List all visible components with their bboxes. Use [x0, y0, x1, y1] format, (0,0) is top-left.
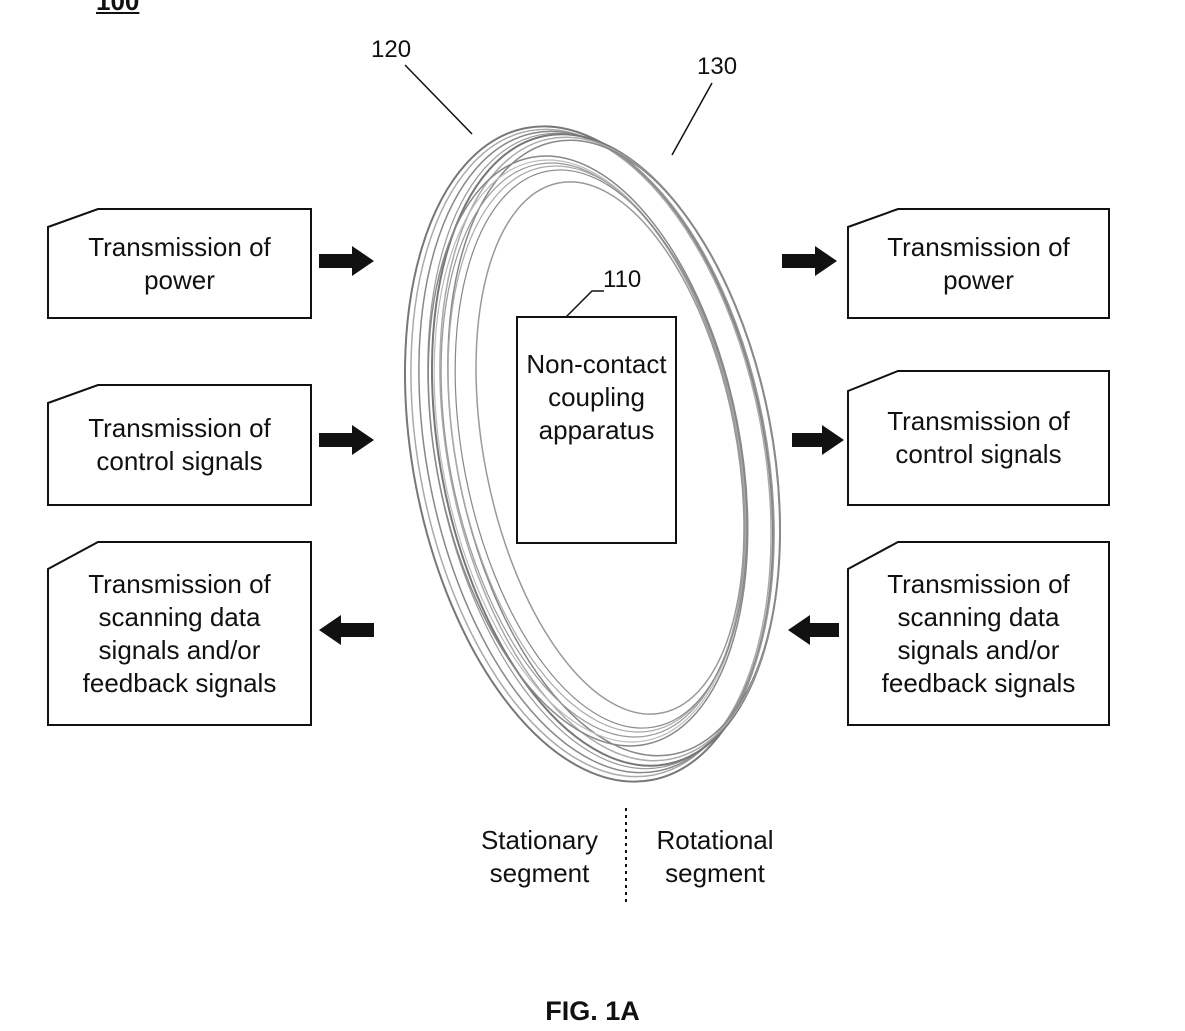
left-control-label: Transmission of control signals	[48, 385, 311, 505]
stationary-segment-label: Stationary segment	[462, 824, 617, 890]
ref-110: 110	[603, 266, 641, 294]
coupling-apparatus-label: Non-contact coupling apparatus	[517, 317, 676, 477]
leader-line-130	[672, 83, 712, 155]
rotational-line-2: segment	[640, 857, 790, 890]
left-scanning-line-2: scanning data	[99, 601, 261, 634]
rotational-segment-label: Rotational segment	[640, 824, 790, 890]
leader-line-120	[405, 65, 472, 134]
leader-line-110	[566, 291, 604, 317]
left-power-label: Transmission of power	[48, 209, 311, 318]
right-control-line-1: Transmission of	[887, 405, 1070, 438]
stationary-line-2: segment	[462, 857, 617, 890]
right-scanning-line-4: feedback signals	[882, 667, 1076, 700]
right-scanning-label: Transmission of scanning data signals an…	[848, 542, 1109, 725]
right-power-line-2: power	[943, 264, 1014, 297]
ref-130: 130	[697, 53, 737, 81]
ref-120: 120	[371, 36, 411, 64]
coupling-line-1: Non-contact	[526, 348, 666, 381]
left-control-line-1: Transmission of	[88, 412, 271, 445]
arrow-right-power	[782, 246, 837, 276]
left-power-line-1: Transmission of	[88, 231, 271, 264]
rotational-line-1: Rotational	[640, 824, 790, 857]
arrow-left-power	[319, 246, 374, 276]
right-power-line-1: Transmission of	[887, 231, 1070, 264]
right-scanning-line-1: Transmission of	[887, 568, 1070, 601]
coupling-line-3: apparatus	[539, 414, 655, 447]
arrow-right-scanning	[788, 615, 839, 645]
right-scanning-line-3: signals and/or	[898, 634, 1060, 667]
arrow-right-control	[792, 425, 844, 455]
left-power-line-2: power	[144, 264, 215, 297]
arrow-left-scanning	[319, 615, 374, 645]
right-control-label: Transmission of control signals	[848, 371, 1109, 505]
left-scanning-label: Transmission of scanning data signals an…	[48, 542, 311, 725]
stationary-line-1: Stationary	[462, 824, 617, 857]
figure-caption: FIG. 1A	[0, 996, 1185, 1027]
right-control-line-2: control signals	[895, 438, 1061, 471]
left-control-line-2: control signals	[96, 445, 262, 478]
right-scanning-line-2: scanning data	[898, 601, 1060, 634]
left-scanning-line-1: Transmission of	[88, 568, 271, 601]
left-scanning-line-3: signals and/or	[99, 634, 261, 667]
arrow-left-control	[319, 425, 374, 455]
right-power-label: Transmission of power	[848, 209, 1109, 318]
coupling-line-2: coupling	[548, 381, 645, 414]
figure-number: 100	[96, 0, 139, 17]
left-scanning-line-4: feedback signals	[83, 667, 277, 700]
